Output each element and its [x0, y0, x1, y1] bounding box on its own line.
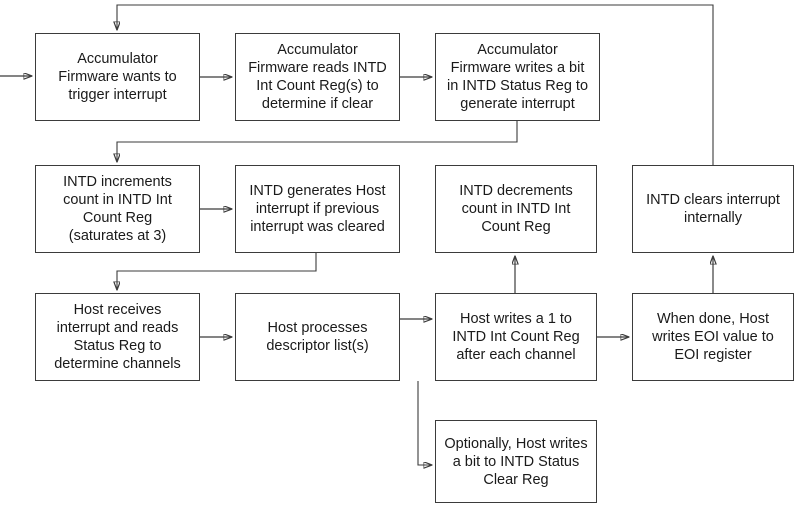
node-fw-reads[interactable]: Accumulator Firmware reads INTD Int Coun… [235, 33, 400, 121]
edge-fw-writes-to-intd-inc [117, 121, 518, 162]
node-host-receives[interactable]: Host receives interrupt and reads Status… [35, 293, 200, 381]
node-intd-generates[interactable]: INTD generates Host interrupt if previou… [235, 165, 400, 253]
edge-intd-clear-to-fw-wants [117, 4, 714, 165]
edge-host-proc-to-host-opt [417, 381, 432, 465]
node-fw-wants[interactable]: Accumulator Firmware wants to trigger in… [35, 33, 200, 121]
node-host-eoi[interactable]: When done, Host writes EOI value to EOI … [632, 293, 794, 381]
edge-intd-gen-to-host-recv [117, 253, 317, 290]
node-host-writes-one[interactable]: Host writes a 1 to INTD Int Count Reg af… [435, 293, 597, 381]
node-host-processes[interactable]: Host processes descriptor list(s) [235, 293, 400, 381]
node-intd-clears[interactable]: INTD clears interrupt internally [632, 165, 794, 253]
node-host-optional-clear[interactable]: Optionally, Host writes a bit to INTD St… [435, 420, 597, 503]
node-fw-writes[interactable]: Accumulator Firmware writes a bit in INT… [435, 33, 600, 121]
node-intd-decrements[interactable]: INTD decrements count in INTD Int Count … [435, 165, 597, 253]
node-intd-increments[interactable]: INTD increments count in INTD Int Count … [35, 165, 200, 253]
